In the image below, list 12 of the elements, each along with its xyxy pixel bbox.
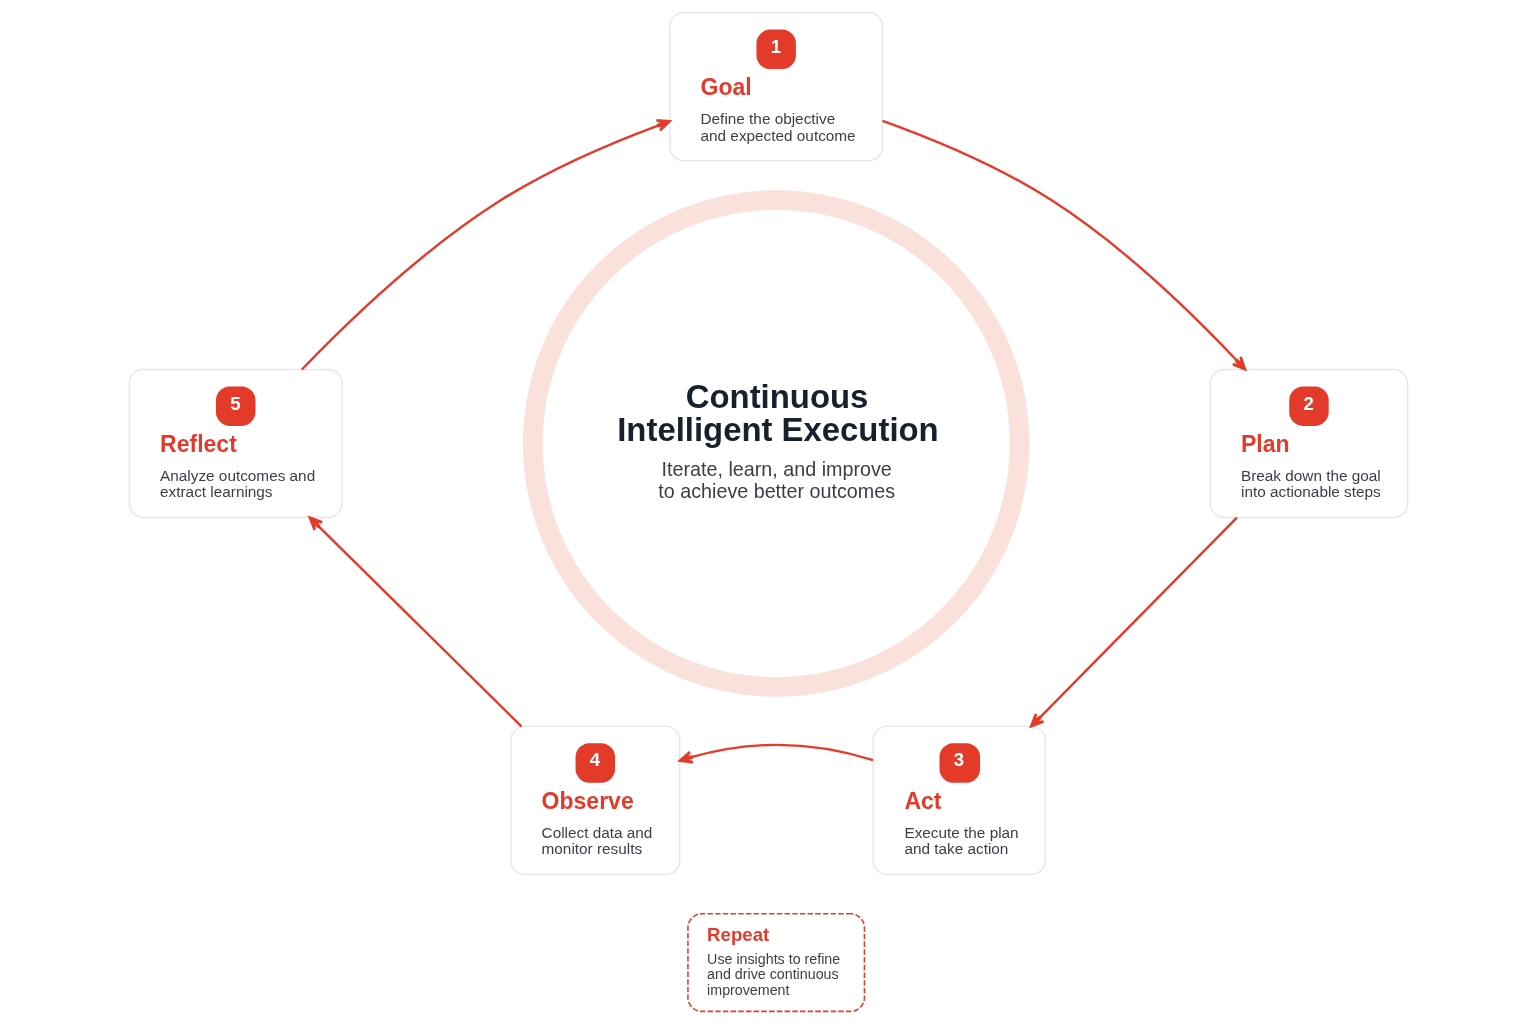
node-circle: Continuous Intelligent Execution Iterate, learn, and improve to achieve better outcomes xyxy=(522,190,1029,697)
arrow xyxy=(308,516,522,728)
node-box: 3 Act Execute the plan and take action xyxy=(871,725,1046,876)
node-box: 2 Plan Break down the goal into actionable steps xyxy=(1209,368,1408,519)
arrow xyxy=(678,743,873,764)
arrow xyxy=(300,119,671,371)
arrow xyxy=(1029,516,1238,728)
node-box: Repeat Use insights to refine and drive continuous improvement xyxy=(686,913,865,1013)
node-box: 1 Goal Define the objective and expected outcome xyxy=(668,11,883,162)
node-box: 5 Reflect Analyze outcomes and extract learnings xyxy=(128,368,343,519)
node-box: 4 Observe Collect data and monitor results xyxy=(509,725,680,876)
arrow xyxy=(881,119,1246,371)
